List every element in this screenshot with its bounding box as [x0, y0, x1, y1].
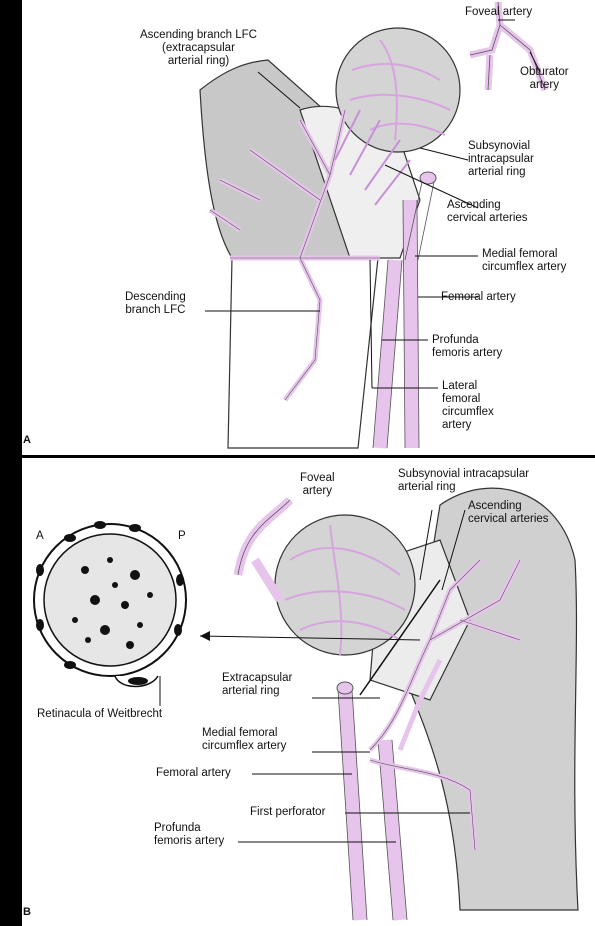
- label-subsynovial-ring-a: Subsynovial intracapsular arterial ring: [468, 140, 534, 179]
- label-posterior-marker: P: [178, 530, 186, 543]
- label-ascending-branch-lfc: Ascending branch LFC (extracapsular arte…: [140, 29, 257, 68]
- label-medial-femoral-circumflex-a: Medial femoral circumflex artery: [482, 248, 566, 274]
- label-ascending-cervical-a: Ascending cervical arteries: [447, 199, 528, 225]
- label-extracapsular-ring: Extracapsular arterial ring: [222, 672, 292, 698]
- label-subsynovial-ring-b: Subsynovial intracapsular arterial ring: [398, 468, 529, 494]
- label-first-perforator: First perforator: [250, 806, 325, 819]
- panel-a-letter: A: [23, 434, 31, 446]
- cross-section-bone: [44, 534, 176, 666]
- label-lateral-femoral-circumflex: Lateral femoral circumflex artery: [442, 380, 494, 432]
- panel-b-letter: B: [23, 906, 31, 918]
- label-anterior-marker: A: [36, 530, 44, 543]
- label-profunda-femoris-b: Profunda femoris artery: [154, 822, 224, 848]
- femur-shaft-a: [228, 258, 378, 448]
- label-ascending-cervical-b: Ascending cervical arteries: [468, 500, 549, 526]
- label-profunda-femoris-a: Profunda femoris artery: [432, 334, 502, 360]
- label-obturator-artery: Obturator artery: [520, 66, 569, 92]
- label-descending-branch-lfc: Descending branch LFC: [125, 291, 186, 317]
- label-femoral-artery-b: Femoral artery: [156, 767, 231, 780]
- label-medial-femoral-circumflex-b: Medial femoral circumflex artery: [202, 727, 286, 753]
- label-femoral-artery-a: Femoral artery: [441, 291, 516, 304]
- label-retinacula-of-weitbrecht: Retinacula of Weitbrecht: [37, 708, 162, 721]
- femoral-head-b: [275, 515, 415, 655]
- label-foveal-artery-b: Foveal artery: [300, 472, 335, 498]
- label-foveal-artery-a: Foveal artery: [465, 6, 532, 19]
